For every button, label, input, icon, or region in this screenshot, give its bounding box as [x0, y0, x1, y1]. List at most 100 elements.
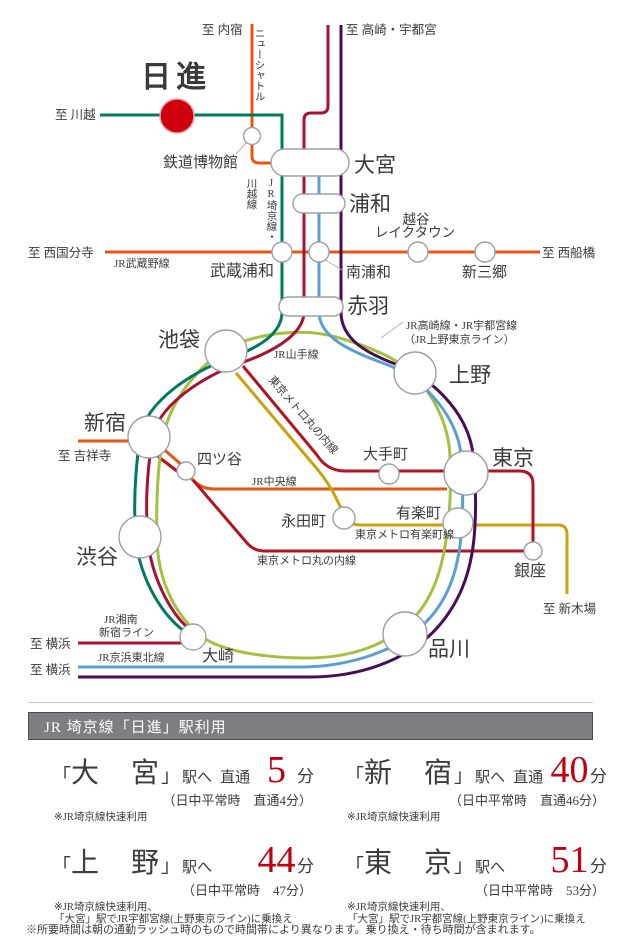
station-node-tokyo: [443, 450, 489, 496]
bracket-open: 「: [345, 856, 365, 877]
line-label-keihin-tohoku: JR京浜東北線: [98, 650, 165, 664]
direct-label: 直通: [220, 770, 251, 786]
dest-yokohama-2-label: 至 横浜: [30, 663, 71, 677]
direct-label: 直通: [513, 770, 544, 786]
station-label-yotsuya: 四ツ谷: [197, 451, 242, 468]
note-line-1: ※JR埼京線快速利用: [54, 812, 148, 823]
station-node-yurakucho: [442, 507, 474, 539]
offpeak-time: （日中平常時 53分）: [474, 883, 605, 898]
note-line-1: ※JR埼京線快速利用、: [54, 902, 158, 913]
station-node-shinjuku: [127, 415, 171, 459]
line-label-marunouchi-diagonal: 東京メトロ丸の内線: [266, 373, 342, 457]
line-label-musashino: JR武蔵野線: [114, 256, 170, 270]
line-label-takasaki-utsunomiya: JR高崎線・JR宇都宮線: [406, 318, 517, 332]
station-node-omiya: [270, 148, 350, 177]
station-node-ikebukuro: [204, 329, 248, 373]
station-label-yurakucho: 有楽町: [396, 505, 441, 522]
station-node-osaki: [179, 623, 207, 651]
station-label-shinjuku: 新宿: [84, 411, 126, 435]
station-node-yotsuya: [176, 461, 196, 481]
dest-shin-kiba-label: 至 新木場: [543, 601, 596, 616]
station-label-musashi-urawa: 武蔵浦和: [210, 262, 274, 280]
section-divider: [28, 702, 593, 703]
station-label-nagatacho: 永田町: [281, 513, 326, 530]
station-node-ueno: [393, 351, 437, 395]
line-label-ueno-tokyo: （JR上野東京ライン）: [404, 332, 515, 346]
station-node-shibuya: [118, 515, 162, 559]
station-node-otemachi: [378, 463, 400, 485]
offpeak-time: （日中平常時 直通4分）: [162, 793, 312, 808]
dest-station-name: 新 宿: [364, 758, 455, 789]
line-label-yamanote: JR山手線: [274, 347, 319, 361]
note-line-2: 「大宮」駅でJR宇都宮線(上野東京ライン)に乗換え: [54, 913, 293, 925]
to-station-suffix: 駅へ: [182, 770, 213, 786]
station-label-shibuya: 渋谷: [76, 545, 118, 569]
offpeak-time: （日中平常時 47分）: [181, 883, 312, 898]
station-label-omiya: 大宮: [354, 153, 396, 177]
route-map: 至 内宿 至 高崎・宇都宮 至 川越 至 西国分寺 至 西船橋 至 吉祥寺 至 …: [28, 22, 596, 679]
station-node-shin-misato: [474, 241, 496, 263]
ueno-tokyo-label-pointer-line: [380, 321, 404, 339]
to-station-suffix: 駅へ: [475, 860, 506, 876]
station-node-urawa: [292, 193, 346, 214]
station-label-minami-urawa: 南浦和: [346, 264, 391, 281]
minutes-value: 5: [267, 749, 287, 791]
station-label-osaki: 大崎: [202, 647, 234, 665]
offpeak-time: （日中平常時 直通46分）: [448, 793, 605, 808]
dest-yokohama-1-label: 至 横浜: [30, 637, 71, 651]
dest-nishi-kokubunji-label: 至 西国分寺: [28, 246, 94, 260]
line-label-chuo: JR中央線: [252, 474, 297, 488]
dest-kichijoji-label: 至 吉祥寺: [58, 449, 111, 463]
bracket-close: 」: [161, 856, 181, 877]
info-header-title: JR 埼京線「日進」駅利用: [44, 719, 227, 736]
minutes-unit: 分: [297, 857, 314, 876]
station-label-laketown: レイクタウン: [375, 225, 455, 240]
minutes-value: 51: [550, 839, 589, 881]
line-label-kawagoe: 川越線: [246, 178, 257, 210]
note-line-2: 「大宮」駅でJR宇都宮線(上野東京ライン)に乗換え: [347, 913, 586, 925]
station-label-akabane: 赤羽: [347, 294, 389, 318]
line-label-marunouchi-bottom: 東京メトロ丸の内線: [257, 553, 356, 567]
bracket-close: 」: [454, 856, 474, 877]
bracket-close: 」: [454, 766, 474, 787]
minutes-value: 40: [550, 749, 589, 791]
station-label-urawa: 浦和: [349, 192, 391, 216]
line-label-yurakucho: 東京メトロ有楽町線: [355, 527, 454, 541]
station-label-ikebukuro: 池袋: [158, 328, 200, 352]
station-label-shinagawa: 品川: [428, 637, 470, 661]
station-label-ginza: 銀座: [514, 562, 546, 580]
line-label-shonan-1: JR湘南: [104, 612, 138, 626]
bracket-open: 「: [52, 856, 72, 877]
tetsudo-pointer-line: [235, 142, 247, 155]
dest-station-name: 東 京: [364, 848, 455, 879]
dest-station-name: 上 野: [71, 848, 162, 879]
marunouchi-line-path: [191, 365, 535, 553]
minutes-unit: 分: [590, 857, 607, 876]
line-label-saikyo: JR埼京線・: [266, 178, 277, 242]
station-label-shin-misato: 新三郷: [462, 264, 507, 281]
dest-station-name: 大 宮: [71, 758, 162, 789]
info-header-bar: JR 埼京線「日進」駅利用: [28, 712, 593, 740]
station-node-koshigaya-laketown: [407, 241, 429, 263]
station-node-nagatacho: [332, 506, 356, 530]
station-node-tetsudo-hakubutsukan: [242, 126, 262, 146]
station-label-tetsudo-hakubutsukan: 鉄道博物館: [163, 154, 238, 171]
minutes-unit: 分: [297, 767, 314, 786]
station-label-tokyo: 東京: [492, 446, 534, 470]
dest-uchijuku-label: 至 内宿: [202, 22, 243, 37]
bracket-close: 」: [161, 766, 181, 787]
new-shuttle-line-path: [250, 24, 273, 165]
station-node-musashi-urawa: [271, 241, 293, 263]
minutes-unit: 分: [590, 767, 607, 786]
station-node-shinagawa: [382, 611, 428, 657]
station-node-nisshin: [159, 98, 195, 134]
dest-kawagoe-label: 至 川越: [55, 108, 96, 122]
